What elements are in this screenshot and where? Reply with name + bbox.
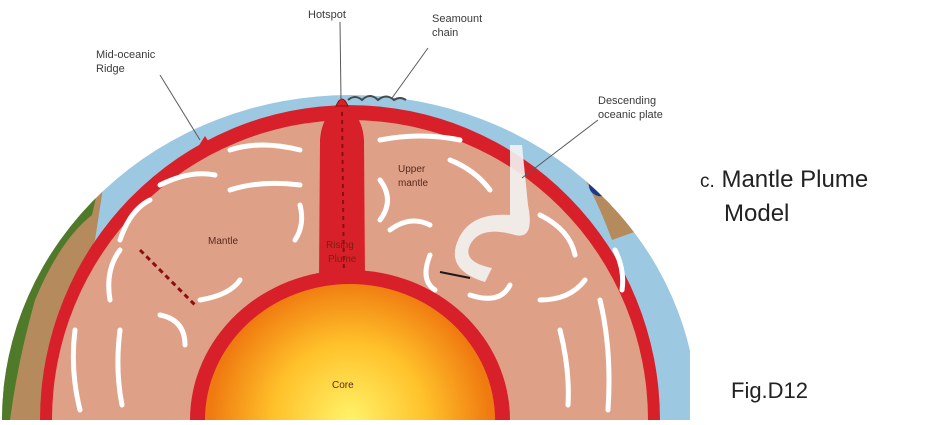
hotspot-label: Hotspot: [308, 9, 346, 21]
diagram-title: c. Mantle Plume Model: [700, 164, 868, 230]
earth-cross-section: Hotspot Seamount chain Mid-oceanic Ridge…: [0, 0, 690, 420]
title-text-line1: Mantle Plume: [721, 166, 868, 193]
ridge-label-line2: Ridge: [96, 63, 125, 75]
right-continent-lake: [589, 177, 615, 196]
title-prefix: c.: [700, 171, 715, 192]
upper-mantle-label-line1: Upper: [398, 164, 426, 175]
figure-number: Fig.D12: [731, 378, 808, 404]
seamount-label-line2: chain: [432, 27, 458, 39]
seamount-label-line1: Seamount: [432, 13, 482, 25]
core-label: Core: [332, 380, 354, 391]
upper-mantle-label-line2: mantle: [398, 178, 428, 189]
rising-plume-label-line1: Rising: [326, 240, 354, 251]
title-line-1: c. Mantle Plume: [700, 164, 868, 198]
title-text-line2: Model: [724, 200, 789, 227]
mantle-label: Mantle: [208, 236, 238, 247]
rising-plume-label-line2: Plume: [328, 254, 357, 265]
descending-plate-label-line2: oceanic plate: [598, 109, 663, 121]
ridge-label-line1: Mid-oceanic: [96, 49, 156, 61]
title-line-2: Model: [700, 198, 868, 230]
descending-plate-label-line1: Descending: [598, 95, 656, 107]
